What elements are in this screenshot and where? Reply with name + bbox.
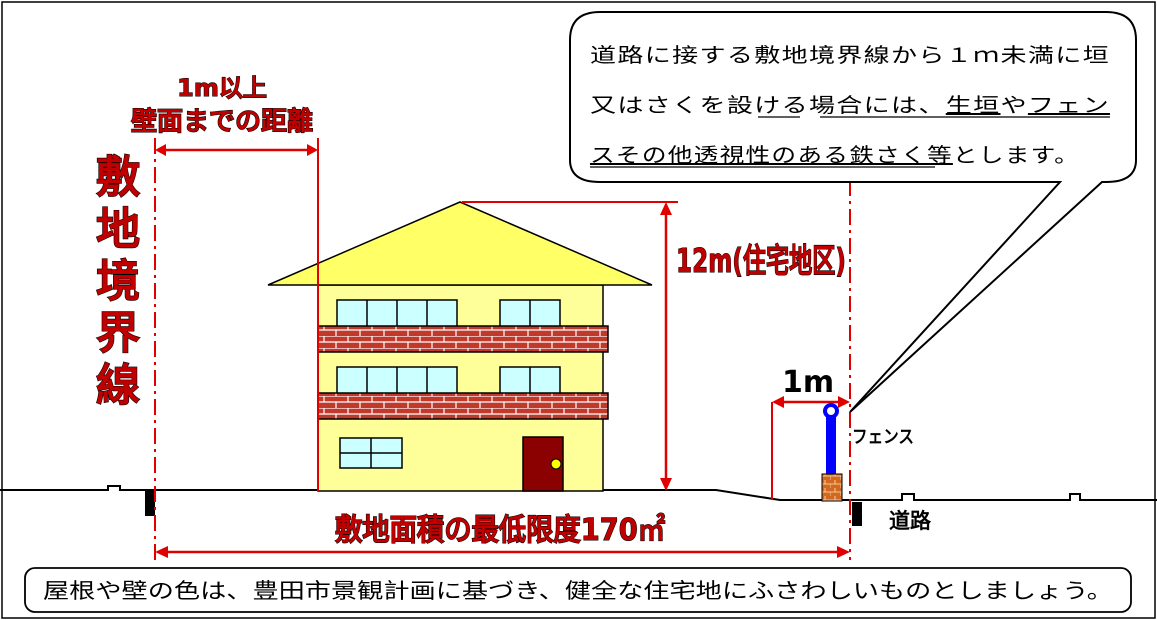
boundary-char-4: 界: [96, 308, 140, 359]
height-label: 12m(住宅地区): [676, 241, 846, 280]
height-arrow-bottom: [660, 478, 672, 491]
boundary-char-3: 境: [96, 256, 140, 307]
callout-line-1: 道路に接する敷地境界線から１ｍ未満に垣: [590, 43, 1110, 67]
callout-line-2-d: フェン: [1028, 93, 1110, 117]
boundary-marker-right: [852, 502, 862, 526]
area-arrow-right: [837, 546, 850, 558]
callout-line-2-b: 生垣: [946, 93, 1001, 117]
boundary-marker-left: [145, 490, 155, 516]
setback-arrow-right: [307, 144, 318, 156]
callout-bubble: [569, 11, 1137, 413]
fence-base: [821, 473, 843, 502]
boundary-char-5: 線: [96, 360, 140, 411]
callout-line-3-b: とします。: [953, 143, 1080, 167]
road-label: 道路: [889, 509, 932, 533]
callout-line-2-a: 又はさくを設ける場合には、: [590, 93, 946, 117]
callout-line-3: スその他透視性のある鉄さく等とします。: [590, 143, 1080, 167]
house-roof: [267, 201, 653, 286]
door-knob: [550, 458, 562, 470]
setback-arrow-left: [155, 144, 166, 156]
fence-arrow-right: [838, 396, 850, 408]
setback-label-line2: 壁面までの距離: [131, 106, 313, 137]
height-arrow-top: [660, 202, 672, 215]
callout-line-2-c: や: [1001, 93, 1028, 117]
house: [267, 201, 653, 492]
min-area-label: 敷地面積の最低限度170㎡: [335, 513, 665, 548]
boundary-char-2: 地: [96, 204, 140, 255]
brick-band-upper: [317, 325, 609, 353]
callout-line-2: 又はさくを設ける場合には、生垣やフェン: [590, 93, 1110, 117]
caption-text: 屋根や壁の色は、豊田市景観計画に基づき、健全な住宅地にふさわしいものとしましょう…: [43, 579, 1113, 603]
setback-label-line1: 1m以上: [177, 74, 267, 102]
boundary-char-1: 敷: [96, 152, 140, 203]
ground-line: [0, 485, 1157, 501]
fence-label: フェンス: [852, 427, 914, 448]
brick-band-lower: [317, 392, 609, 420]
fence-post: [826, 412, 836, 474]
callout-line-3-a: スその他透視性のある鉄さく等: [590, 143, 953, 167]
boundary-vertical-label: 敷 地 境 界 線: [95, 151, 140, 411]
fence-width-label: 1m: [782, 365, 834, 400]
area-arrow-left: [155, 546, 168, 558]
caption-box: [24, 567, 1132, 613]
fence-arrow-left: [772, 396, 784, 408]
fence-post-cap: [823, 403, 839, 419]
